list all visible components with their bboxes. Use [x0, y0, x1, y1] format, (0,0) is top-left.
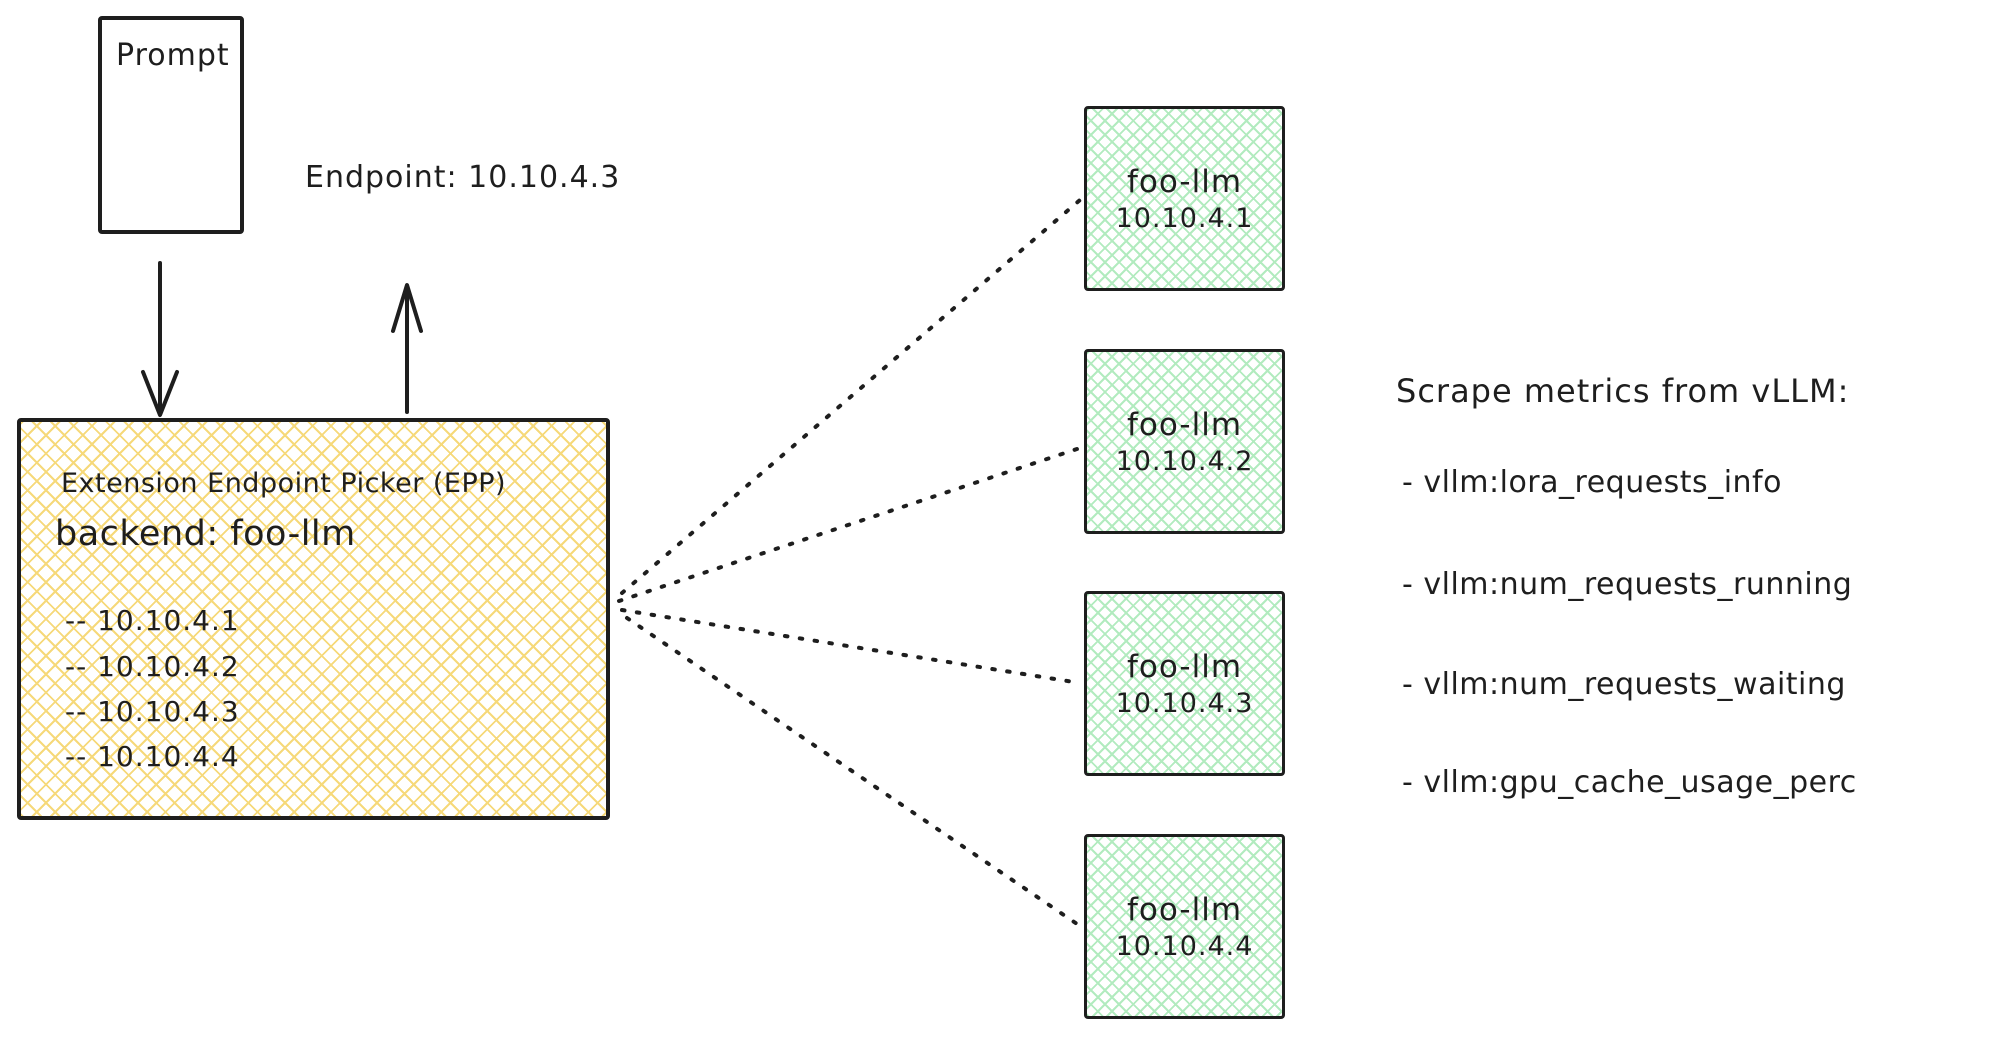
- epp-backend-label: backend: foo-llm: [55, 514, 356, 554]
- backend-node-3: foo-llm 10.10.4.3: [1084, 591, 1285, 776]
- metric-item: - vllm:num_requests_waiting: [1402, 667, 1846, 702]
- backend-ip: 10.10.4.2: [1115, 445, 1254, 477]
- backend-ip: 10.10.4.3: [1115, 687, 1254, 719]
- epp-title: Extension Endpoint Picker (EPP): [61, 468, 507, 499]
- backend-node-2: foo-llm 10.10.4.2: [1084, 349, 1285, 534]
- epp-node: Extension Endpoint Picker (EPP) backend:…: [17, 418, 610, 820]
- backend-name: foo-llm: [1126, 406, 1243, 443]
- backend-name: foo-llm: [1126, 163, 1243, 200]
- backend-name: foo-llm: [1126, 648, 1243, 685]
- metric-item: - vllm:num_requests_running: [1402, 567, 1853, 602]
- epp-endpoint-item: -- 10.10.4.3: [65, 695, 240, 728]
- epp-to-backend-3-link: [620, 608, 1082, 685]
- backend-name: foo-llm: [1126, 891, 1243, 928]
- metrics-panel: Scrape metrics from vLLM: - vllm:lora_re…: [1396, 372, 1976, 822]
- metric-item: - vllm:lora_requests_info: [1402, 465, 1782, 500]
- prompt-node: Prompt: [98, 16, 244, 234]
- endpoint-result-label: Endpoint: 10.10.4.3: [305, 160, 621, 195]
- epp-to-backend-4-link: [625, 616, 1082, 928]
- epp-endpoint-item: -- 10.10.4.4: [65, 740, 240, 773]
- metric-item: - vllm:gpu_cache_usage_perc: [1402, 765, 1857, 800]
- epp-to-endpoint-arrow: [391, 283, 423, 414]
- prompt-to-epp-arrow: [141, 261, 179, 417]
- backend-ip: 10.10.4.1: [1115, 202, 1254, 234]
- epp-endpoint-item: -- 10.10.4.2: [65, 650, 240, 683]
- backend-ip: 10.10.4.4: [1115, 930, 1254, 962]
- epp-endpoint-item: -- 10.10.4.1: [65, 604, 240, 637]
- metrics-title: Scrape metrics from vLLM:: [1396, 372, 1850, 410]
- backend-node-4: foo-llm 10.10.4.4: [1084, 834, 1285, 1019]
- backend-node-1: foo-llm 10.10.4.1: [1084, 106, 1285, 291]
- prompt-label: Prompt: [116, 38, 230, 73]
- epp-to-backend-1-link: [620, 198, 1082, 595]
- epp-to-backend-2-link: [617, 446, 1082, 603]
